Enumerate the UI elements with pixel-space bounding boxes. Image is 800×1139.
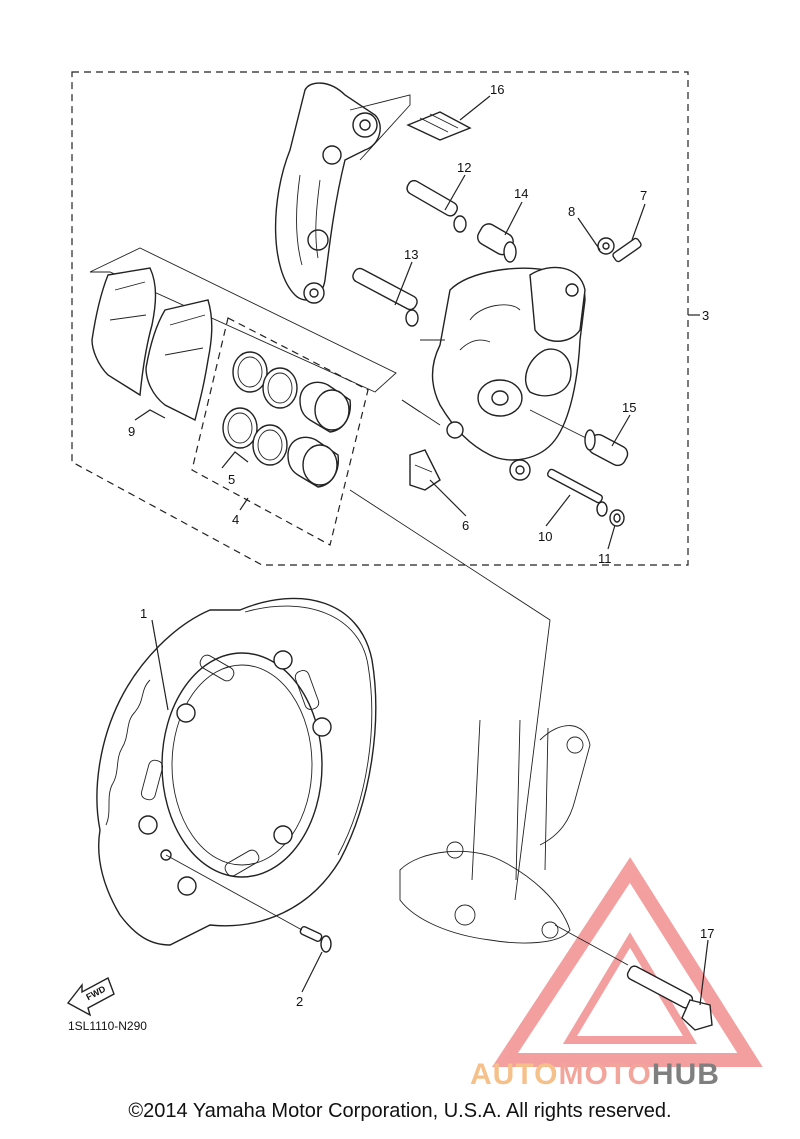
sleeve-15 xyxy=(584,429,629,467)
brake-pads xyxy=(91,267,213,422)
bleed-screw xyxy=(597,237,642,263)
callout-7: 7 xyxy=(640,188,647,203)
pistons xyxy=(287,381,352,488)
callout-10: 10 xyxy=(538,529,552,544)
caliper-assembly-boundary xyxy=(71,71,689,566)
front-fork xyxy=(399,719,591,944)
pad-support xyxy=(409,449,441,491)
pad-pin-13 xyxy=(352,267,419,327)
callout-8: 8 xyxy=(568,204,575,219)
watermark-moto: MOTO xyxy=(558,1058,652,1091)
disc-screw xyxy=(299,926,332,953)
callout-5: 5 xyxy=(228,472,235,487)
callout-17: 17 xyxy=(700,926,714,941)
watermark-text: AUTOMOTOHUB xyxy=(470,1058,720,1092)
watermark-hub: HUB xyxy=(651,1058,720,1091)
callout-2: 2 xyxy=(296,994,303,1009)
bolt-10 xyxy=(546,468,608,517)
brake-disc xyxy=(96,597,377,946)
nut-11 xyxy=(609,509,625,527)
callout-13: 13 xyxy=(404,247,418,262)
callout-6: 6 xyxy=(462,518,469,533)
callout-16: 16 xyxy=(490,82,504,97)
copyright-notice: ©2014 Yamaha Motor Corporation, U.S.A. A… xyxy=(128,1100,672,1122)
callout-11: 11 xyxy=(598,551,612,566)
piston-seals xyxy=(222,351,298,466)
callout-3: 3 xyxy=(702,308,709,323)
callout-4: 4 xyxy=(232,512,239,527)
caliper-bolt xyxy=(626,965,713,1031)
boot-14 xyxy=(477,223,517,263)
watermark-auto: AUTO xyxy=(470,1058,559,1091)
pad-spring xyxy=(406,111,472,141)
fwd-arrow-icon: FWD xyxy=(66,977,115,1017)
parts-diagram: FWD 16 12 14 8 7 13 3 15 9 5 4 6 10 11 1… xyxy=(66,71,763,1067)
pad-plate-outline xyxy=(89,247,397,393)
diagram-code: 1SL1110-N290 xyxy=(68,1019,147,1033)
callout-1: 1 xyxy=(140,606,147,621)
callout-15: 15 xyxy=(622,400,636,415)
callout-12: 12 xyxy=(457,160,471,175)
pad-kit-boundary xyxy=(191,317,369,546)
callout-9: 9 xyxy=(128,424,135,439)
caliper-body xyxy=(431,266,586,481)
caliper-bracket xyxy=(274,82,381,304)
pad-pin-12 xyxy=(406,179,467,233)
callout-14: 14 xyxy=(514,186,528,201)
